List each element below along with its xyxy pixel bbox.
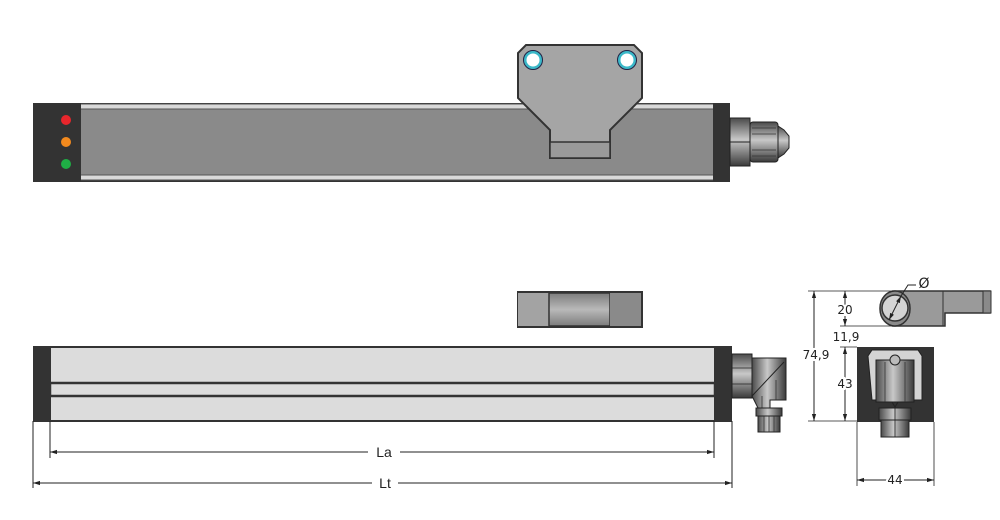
end-cap-left-top — [33, 103, 81, 182]
side-view: La Lt — [32, 291, 787, 491]
connector-angled — [731, 353, 787, 433]
led-orange — [61, 137, 71, 147]
dimension-20: 20 — [837, 303, 852, 317]
dimension-housing-height: 43 — [835, 346, 857, 421]
dimension-74-9: 74,9 — [803, 348, 830, 362]
dimension-housing-width: 44 — [856, 422, 935, 489]
dimension-11-9: 11,9 — [833, 330, 860, 344]
dimension-lt: Lt — [32, 421, 733, 491]
dimension-lt-label: Lt — [379, 475, 391, 491]
connector-straight — [729, 117, 790, 167]
led-green — [61, 159, 71, 169]
led-red — [61, 115, 71, 125]
dimension-la: La — [49, 421, 715, 460]
position-carrier-side — [517, 291, 643, 328]
mounting-screw-left — [523, 50, 543, 70]
housing-end — [857, 347, 934, 438]
end-cap-left-side — [33, 346, 51, 422]
dimension-la-label: La — [376, 444, 392, 460]
dimension-44: 44 — [887, 473, 902, 487]
dimension-total-height: 74,9 — [801, 290, 893, 422]
position-carrier-top — [517, 44, 643, 159]
dimension-positioner-height: 20 — [835, 291, 893, 327]
dimension-43: 43 — [837, 377, 852, 391]
end-cap-right-top — [713, 103, 730, 182]
top-view — [33, 44, 790, 182]
mounting-screw-right — [617, 50, 637, 70]
profile-groove — [48, 381, 717, 398]
end-cap-right-side — [714, 346, 732, 422]
position-carrier-end: Ø — [879, 276, 992, 327]
end-view: Ø 74,9 20 11,9 — [801, 276, 992, 489]
profile-rail-top-lower — [79, 174, 716, 181]
diameter-symbol: Ø — [918, 276, 929, 292]
